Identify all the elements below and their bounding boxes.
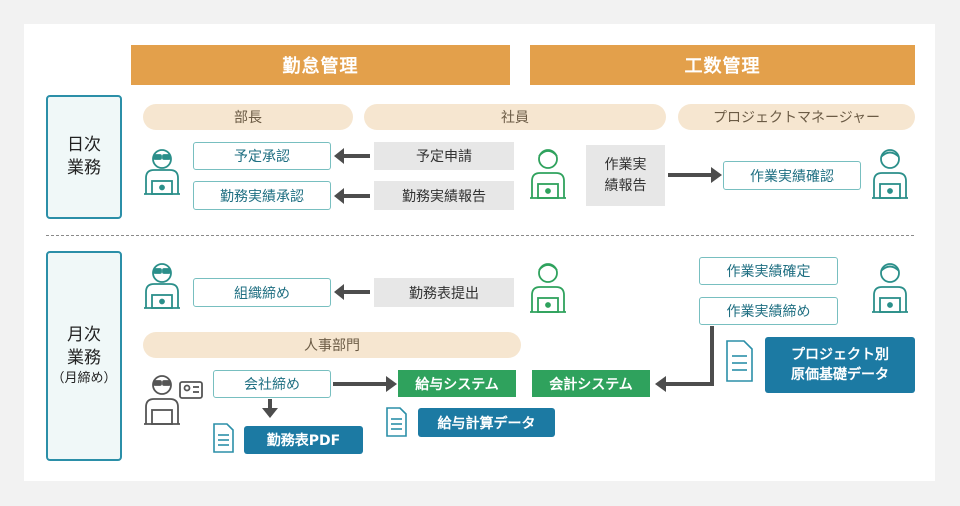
manager-icon	[144, 263, 180, 309]
request-schedule-box: 予定申請	[374, 142, 514, 170]
role-pm: プロジェクトマネージャー	[678, 104, 915, 130]
header-kousu: 工数管理	[530, 45, 915, 85]
document-icon	[213, 423, 234, 453]
document-icon	[386, 407, 407, 437]
section-divider	[46, 235, 914, 236]
sidebar-daily: 日次 業務	[46, 95, 122, 219]
staff-icon	[530, 263, 566, 313]
role-staff: 社員	[364, 104, 666, 130]
payroll-system-box: 給与システム	[398, 370, 516, 397]
staff-icon	[530, 149, 566, 199]
payroll-data-box: 給与計算データ	[418, 408, 555, 437]
hr-icon	[144, 375, 203, 425]
sidebar-monthly-label: 月次 業務	[67, 325, 101, 369]
approve-schedule-box: 予定承認	[193, 142, 331, 170]
pm-icon	[872, 263, 908, 313]
arrow-work-to-accounting	[665, 326, 714, 386]
diagram-card	[24, 24, 935, 481]
sidebar-monthly-sublabel: （月締め）	[51, 371, 117, 387]
report-attendance-box: 勤務実績報告	[374, 181, 514, 210]
close-work-box: 作業実績締め	[699, 297, 838, 325]
work-report-box: 作業実 績報告	[586, 145, 665, 206]
sidebar-daily-label: 日次 業務	[67, 135, 101, 178]
timesheet-pdf-box: 勤務表PDF	[244, 426, 363, 454]
manager-icon	[144, 149, 180, 195]
close-org-box: 組織締め	[193, 278, 331, 307]
company-close-box: 会社締め	[213, 370, 331, 398]
role-hr: 人事部門	[143, 332, 521, 358]
header-kintai: 勤怠管理	[131, 45, 510, 85]
approve-attendance-box: 勤務実績承認	[193, 181, 331, 210]
document-icon	[726, 340, 753, 382]
finalize-work-box: 作業実績確定	[699, 257, 838, 285]
pm-icon	[872, 149, 908, 199]
sidebar-monthly: 月次 業務 （月締め）	[46, 251, 122, 461]
confirm-work-box: 作業実績確認	[723, 161, 861, 190]
role-manager: 部長	[143, 104, 353, 130]
accounting-system-box: 会計システム	[532, 370, 650, 397]
project-cost-box: プロジェクト別 原価基礎データ	[765, 337, 915, 393]
submit-timesheet-box: 勤務表提出	[374, 278, 514, 307]
